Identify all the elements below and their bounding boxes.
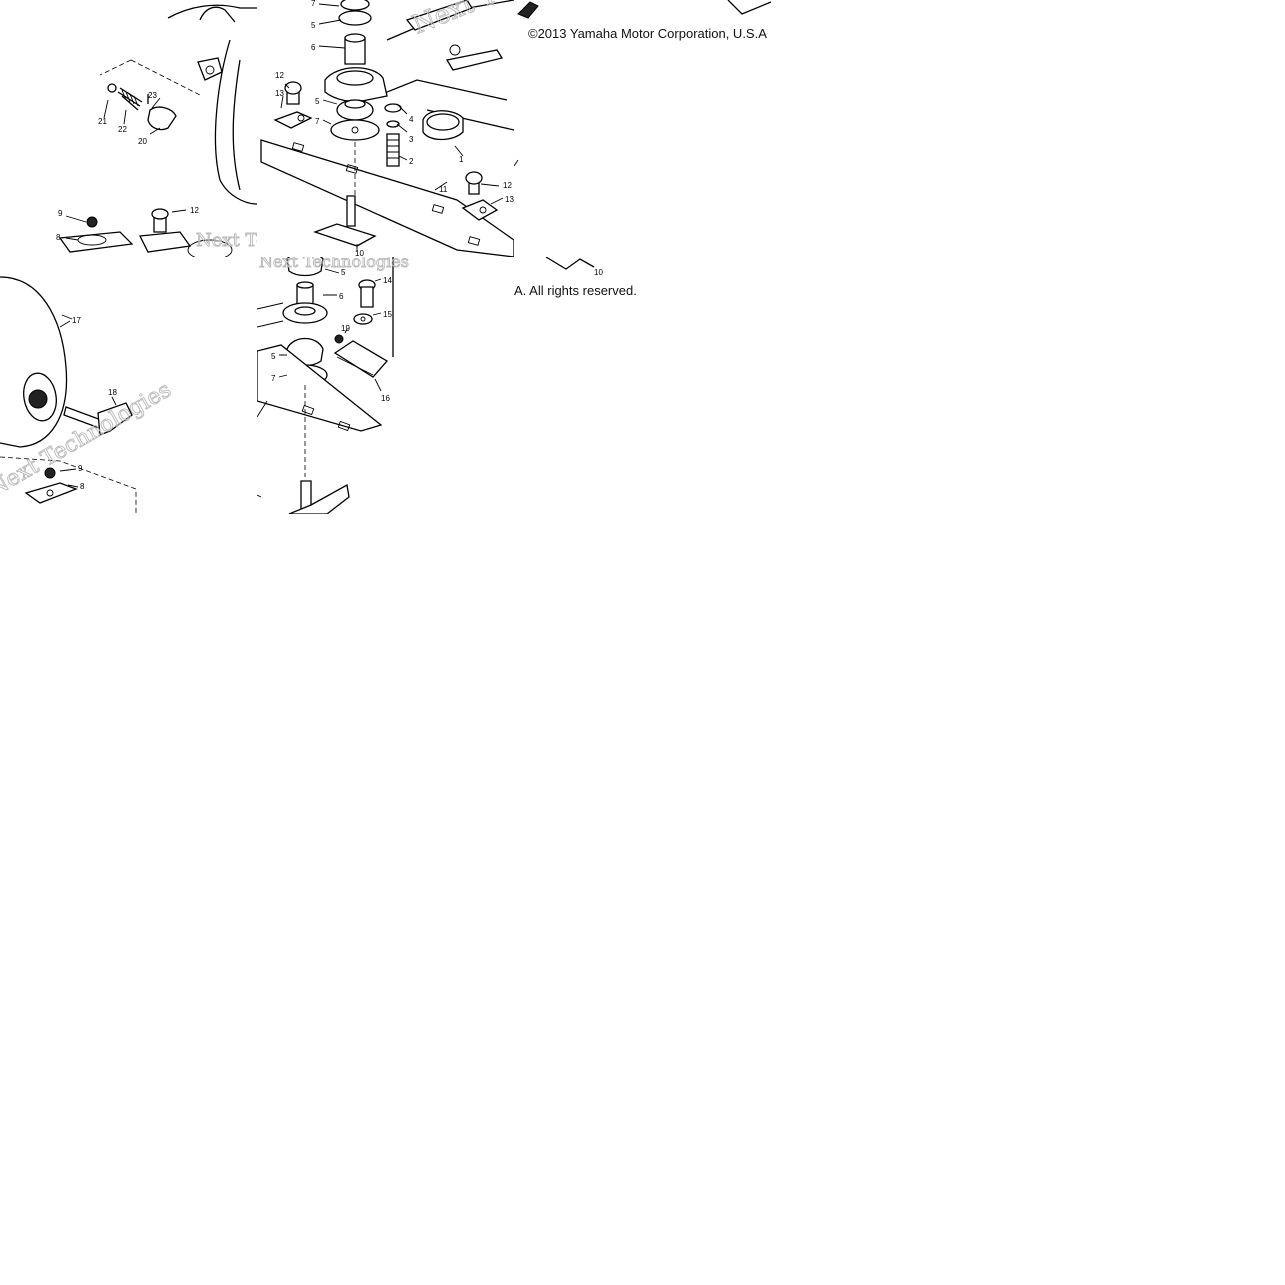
watermark-text: Next Technologies <box>408 0 514 40</box>
callout-15: 15 <box>383 310 392 319</box>
callout-14: 14 <box>383 276 392 285</box>
callout-19: 19 <box>341 324 350 333</box>
callout-8b: 8 <box>80 482 85 491</box>
callout-1: 1 <box>459 155 464 164</box>
diagram-tile-middle-center: 5 6 14 15 19 5 7 16 Next Technologies <box>257 257 514 514</box>
callout-22: 22 <box>118 125 127 134</box>
callout-6b: 6 <box>339 292 344 301</box>
callout-12: 12 <box>190 206 199 215</box>
spring-part <box>117 87 143 111</box>
copyright-notice-continued: A. All rights reserved. <box>514 283 637 298</box>
copyright-notice: ©2013 Yamaha Motor Corporation, U.S.A <box>528 26 767 41</box>
callout-16: 16 <box>381 394 390 403</box>
diagram-tile-middle-right: 10 A. All rights reserved. <box>514 257 771 514</box>
callout-11: 11 <box>439 185 448 194</box>
callout-5b: 5 <box>315 97 320 106</box>
callout-4: 4 <box>409 115 414 124</box>
callout-6a: 6 <box>311 43 316 52</box>
callout-18: 18 <box>108 388 117 397</box>
callout-9: 9 <box>58 209 63 218</box>
callout-5d: 5 <box>271 352 276 361</box>
callout-21: 21 <box>98 117 107 126</box>
callout-5c: 5 <box>341 268 346 277</box>
diagram-tile-top-center: 7 5 6 12 13 5 7 4 3 2 1 11 12 13 10 Next… <box>257 0 514 257</box>
watermark-text: Next Technologies <box>259 257 409 271</box>
callout-7a: 7 <box>311 0 316 8</box>
callout-5a: 5 <box>311 21 316 30</box>
diagram-tile-top-right: ©2013 Yamaha Motor Corporation, U.S.A <box>514 0 771 257</box>
callout-12a: 12 <box>275 71 284 80</box>
callout-3: 3 <box>409 135 414 144</box>
callout-8: 8 <box>56 233 61 242</box>
callout-2: 2 <box>409 157 414 166</box>
callout-10b: 10 <box>594 268 603 277</box>
callout-17: 17 <box>72 316 81 325</box>
callout-10a: 10 <box>355 249 364 257</box>
diagram-tile-middle-left: 17 18 9 8 Next Technologies <box>0 257 257 514</box>
callout-9b: 9 <box>78 464 83 473</box>
callout-23: 23 <box>148 91 157 100</box>
diagram-tile-top-left: 23 21 22 20 9 8 12 Next Tec <box>0 0 257 257</box>
callout-7c: 7 <box>271 374 276 383</box>
callout-13a: 13 <box>275 89 284 98</box>
watermark-text: Next Tec <box>196 230 257 251</box>
callout-20: 20 <box>138 137 147 146</box>
callout-13b: 13 <box>505 195 514 204</box>
callout-12b: 12 <box>503 181 512 190</box>
callout-7b: 7 <box>315 117 320 126</box>
